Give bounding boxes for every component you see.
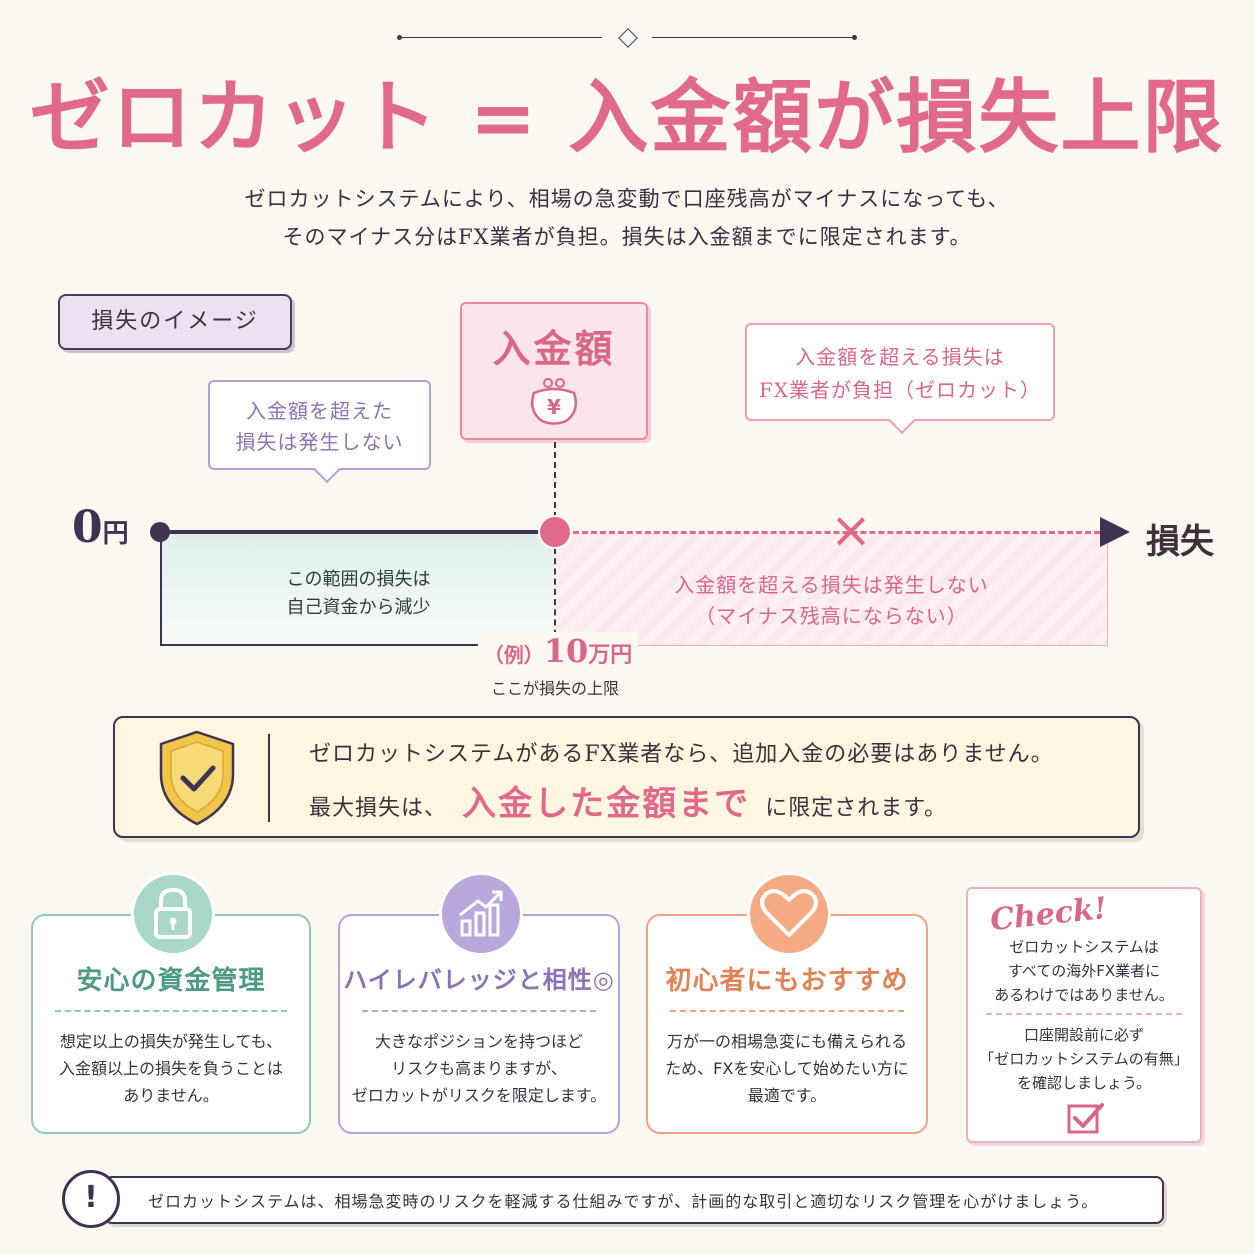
bubble-tail [887,405,917,435]
axis-start-dot [150,522,170,542]
deposit-label: 入金額 [492,326,616,371]
loss-image-tag: 損失のイメージ [58,294,292,350]
note-divider [268,734,270,822]
growth-chart-icon [459,890,503,937]
heart-icon [760,889,818,937]
region-line: 自己資金から減少 [286,597,431,618]
axis-arrow-icon [1100,517,1130,547]
card-body: 万が一の相場急変にも備えられる ため、FXを安心して始めたい方に 最適です。 [648,1028,926,1109]
deposit-guide-line [554,442,556,518]
check-line: を確認しましょう。 [1016,1074,1152,1092]
card-body-line: 最適です。 [747,1086,827,1105]
bubble-line: 入金額を超える損失は [795,345,1005,369]
check-text-bottom: 口座開設前に必ず 「ゼロカットシステムの有無」 を確認しましょう。 [968,1023,1200,1095]
bubble-line: 入金額を超えた [246,399,393,423]
card-body: 大きなポジションを持つほど リスクも高まりますが、 ゼロカットがリスクを限定しま… [340,1028,618,1109]
ornament-dot-left [397,35,402,40]
check-heading: Check! [988,890,1109,939]
note-line-2-suffix: に限定されます。 [765,796,948,821]
card-body-line: ため、FXを安心して始めたい方に [665,1059,909,1078]
check-card: Check! ゼロカットシステムは すべての海外FX業者に あるわけではありませ… [966,887,1202,1143]
subtitle: ゼロカットシステムにより、相場の急変動で口座残高がマイナスになっても、 そのマイ… [0,180,1254,256]
example-prefix: （例） [483,643,544,667]
bubble-line: FX業者が負担（ゼロカット） [758,378,1042,402]
shield-check-icon [159,730,235,826]
note-line-1: ゼロカットシステムがあるFX業者なら、追加入金の必要はありません。 [309,742,1054,767]
coin-purse-icon: ¥ [531,378,577,425]
card-body-line: 大きなポジションを持つほど [374,1032,583,1051]
region-line: この範囲の損失は [286,569,431,590]
bubble-tail [312,454,342,484]
yen-symbol: ¥ [547,395,561,419]
warning-text: ゼロカットシステムは、相場急変時のリスクを軽減する仕組みですが、計画的な取引と適… [148,1192,1099,1211]
card-title: ハイレバレッジと相性◎ [343,965,615,994]
feature-card-safe-funds: 安心の資金管理 想定以上の損失が発生しても、 入金額以上の損失を負うことは あり… [31,872,311,1134]
example-caption: ここが損失の上限 [490,679,619,698]
exclamation-icon: ! [62,1170,120,1228]
ornament-line-right [652,37,852,38]
ornament-diamond [618,28,638,48]
note-emphasis: 入金した金額まで [462,784,751,824]
zero-unit: 円 [102,519,129,549]
zero-value: 0 [72,502,103,553]
bubble-line: 損失は発生しない [235,430,404,454]
card-body-line: 万が一の相場急変にも備えられる [666,1032,907,1051]
check-line: ゼロカットシステムは [1009,938,1159,956]
subtitle-line: そのマイナス分はFX業者が負担。損失は入金額までに限定されます。 [282,225,972,249]
check-text-top: ゼロカットシステムは すべての海外FX業者に あるわけではありません。 [968,935,1200,1007]
check-line: 口座開設前に必ず [1023,1026,1144,1044]
no-excess-loss-region: 入金額を超える損失は発生しない （マイナス残高にならない） [556,534,1108,646]
region-line: 入金額を超える損失は発生しない [674,573,989,597]
check-line: 「ゼロカットシステムの有無」 [979,1050,1189,1068]
note-line-2-prefix: 最大損失は、 [309,796,448,821]
card-divider [670,1010,904,1012]
card-divider [362,1010,596,1012]
card-icon-circle [747,872,831,956]
subtitle-line: ゼロカットシステムにより、相場の急変動で口座残高がマイナスになっても、 [244,187,1010,211]
loss-axis-dashed [555,531,1100,534]
warning-bar: ゼロカットシステムは、相場急変時のリスクを軽減する仕組みですが、計画的な取引と適… [104,1176,1164,1224]
card-body-line: ゼロカットがリスクを限定します。 [351,1086,607,1105]
example-limit-label: （例）10万円 [478,632,638,672]
loss-axis-solid [160,530,555,534]
lock-icon [154,887,192,939]
card-divider [55,1010,287,1012]
cross-mark-icon: × [830,501,872,559]
bubble-no-excess-loss: 入金額を超えた 損失は発生しない [208,380,431,484]
card-icon-circle [439,872,523,956]
card-title: 安心の資金管理 [76,966,266,996]
axis-end-label: 損失 [1146,522,1214,562]
example-unit: 万円 [588,642,633,668]
region-line: （マイナス残高にならない） [695,604,968,628]
self-funds-region: この範囲の損失は 自己資金から減少 [160,534,555,646]
card-body-line: ありません。 [123,1086,219,1105]
feature-card-beginner: 初心者にもおすすめ 万が一の相場急変にも備えられる ため、FXを安心して始めたい… [646,872,928,1134]
card-icon-circle [131,872,215,956]
deposit-point-dot [538,515,572,549]
checkbox-icon [1067,1103,1104,1134]
check-line: すべての海外FX業者に [1007,962,1161,980]
deposit-box: 入金額 ¥ [460,302,648,440]
feature-card-high-leverage: ハイレバレッジと相性◎ 大きなポジションを持つほど リスクも高まりますが、 ゼロ… [338,872,620,1134]
note-line-2: 最大損失は、 入金した金額まで に限定されます。 [309,776,947,825]
ornament-line-left [402,37,602,38]
card-body-line: 想定以上の損失が発生しても、 [59,1032,283,1051]
page-title: ゼロカット = 入金額が損失上限 [29,70,1225,164]
zero-yen-label: 0円 [72,502,129,553]
zero-cut-note: ゼロカットシステムがあるFX業者なら、追加入金の必要はありません。 最大損失は、… [113,716,1140,838]
card-body: 想定以上の損失が発生しても、 入金額以上の損失を負うことは ありません。 [33,1028,309,1109]
check-divider [986,1013,1182,1015]
example-amount: 10 [543,632,589,670]
card-body-line: 入金額以上の損失を負うことは [58,1059,283,1078]
card-body-line: リスクも高まりますが、 [391,1059,567,1078]
limit-guide-line [554,548,556,646]
card-title: 初心者にもおすすめ [665,966,909,996]
ornament-dot-right [852,35,857,40]
bubble-zero-cut: 入金額を超える損失は FX業者が負担（ゼロカット） [745,323,1055,435]
check-line: あるわけではありません。 [994,986,1174,1004]
